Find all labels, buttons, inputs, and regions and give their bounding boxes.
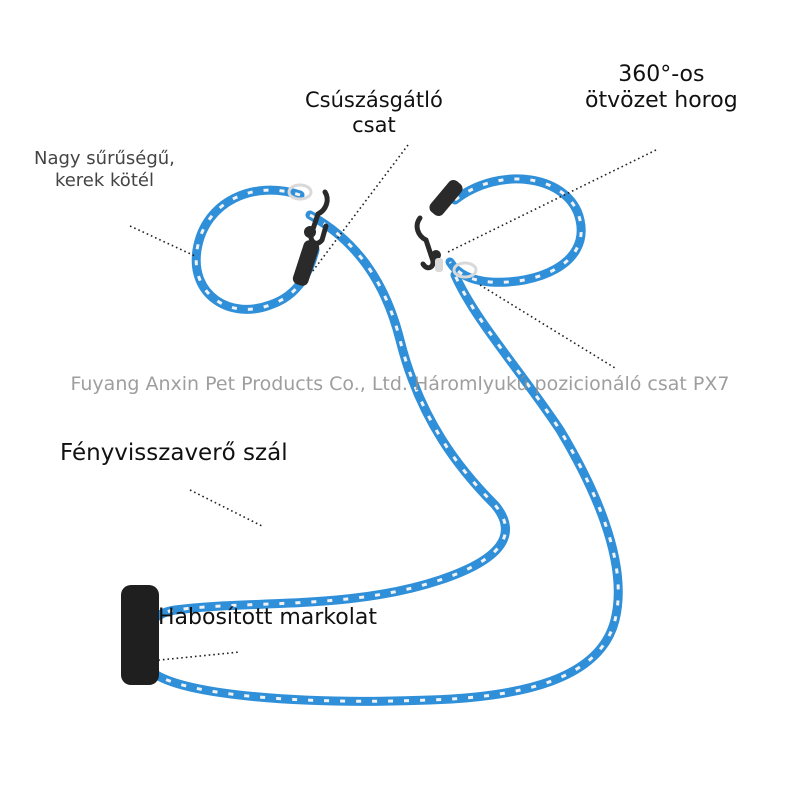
left-anti-slip-clasp — [292, 240, 320, 286]
leader-reflective — [189, 489, 263, 527]
label-handle: Habosított markolat — [158, 605, 377, 630]
right-collar-loop — [445, 174, 586, 287]
right-anti-slip-clasp — [429, 179, 463, 217]
leader-lines — [129, 144, 657, 663]
label-reflective: Fényvisszaverő szál — [60, 440, 288, 466]
right-o-ring — [452, 261, 478, 279]
leader-hook — [447, 149, 657, 253]
leader-handle — [139, 651, 241, 663]
leader-rope — [129, 225, 196, 257]
watermark-text: Fuyang Anxin Pet Products Co., Ltd. Háro… — [70, 373, 730, 395]
label-rope: Nagy sűrűségű,kerek kötél — [34, 148, 175, 191]
left-o-ring — [287, 183, 313, 201]
leader-clasp — [311, 144, 409, 273]
right-swivel-hook — [414, 215, 443, 272]
left-collar-loop — [191, 185, 320, 314]
foam-handle — [121, 585, 159, 685]
leader-ring — [479, 284, 616, 369]
left-swivel-hook — [304, 189, 330, 246]
